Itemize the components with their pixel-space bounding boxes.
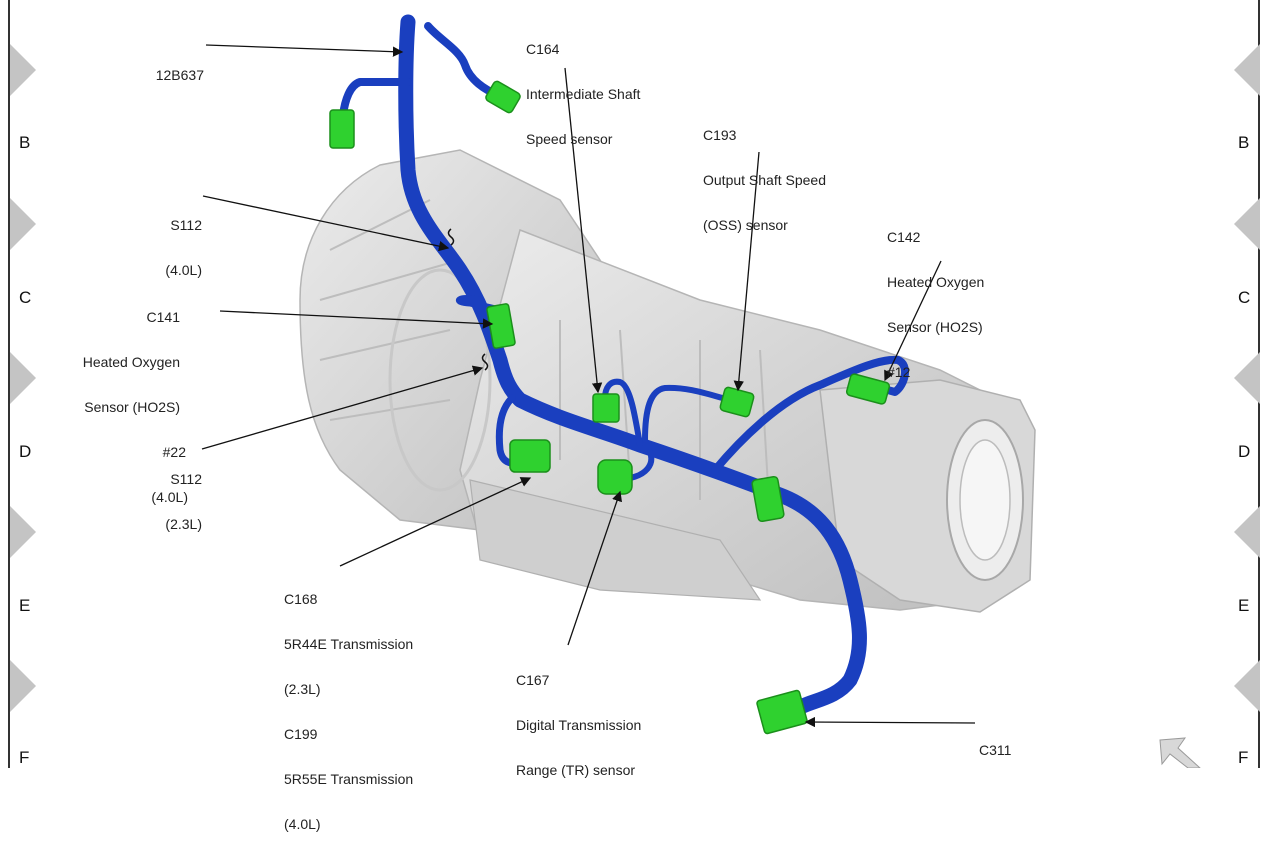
callout-line: #22 xyxy=(162,444,186,460)
zone-letter-left: D xyxy=(19,442,32,461)
callout-line: Heated Oxygen xyxy=(887,274,985,290)
leader-c141 xyxy=(219,310,494,329)
callout-line: 5R44E Transmission xyxy=(284,636,414,652)
connector-c168 xyxy=(509,439,551,473)
harness-branch-upper-right xyxy=(424,22,502,99)
callout-line: C311 xyxy=(979,742,1012,758)
callout-c168-c199: C168 5R44E Transmission (2.3L) C199 5R55… xyxy=(284,562,413,847)
connector-c311 xyxy=(756,689,808,735)
harness-branch-c193 xyxy=(642,384,733,443)
callout-line: Range (TR) sensor xyxy=(516,762,636,778)
splice-s112-23 xyxy=(481,353,489,371)
callout-line: (2.3L) xyxy=(165,516,202,532)
leader-c168 xyxy=(339,477,532,567)
callout-c193: C193 Output Shaft Speed (OSS) sensor xyxy=(703,98,826,248)
zone-letter-right: D xyxy=(1238,442,1251,461)
callout-line: C164 xyxy=(526,41,560,57)
callout-line: Heated Oxygen xyxy=(82,354,180,370)
callout-c164: C164 Intermediate Shaft Speed sensor xyxy=(526,12,640,162)
zone-letter-left: B xyxy=(19,133,31,152)
transmission-illustration xyxy=(201,14,1201,768)
callout-line: C141 xyxy=(146,309,180,325)
leader-s112-23 xyxy=(201,365,484,450)
connector-c164 xyxy=(592,393,620,423)
callout-s112-4-0l: S112 (4.0L) xyxy=(140,188,202,293)
leader-c193 xyxy=(733,151,760,392)
zone-marker-right xyxy=(1234,352,1260,404)
callout-line: 5R55E Transmission xyxy=(284,771,414,787)
callout-line: Speed sensor xyxy=(526,131,613,147)
splice-markers xyxy=(447,228,489,371)
zone-marker-right xyxy=(1234,44,1260,96)
callout-line: C167 xyxy=(516,672,550,688)
transmission-housing xyxy=(299,149,1036,613)
orientation-arrow-icon xyxy=(1159,737,1201,768)
zone-marker-right xyxy=(1234,506,1260,558)
callout-line: (4.0L) xyxy=(151,489,188,505)
leader-c311 xyxy=(804,716,976,728)
zone-letter-right: B xyxy=(1238,133,1250,152)
harness-branch-c141 xyxy=(455,295,504,314)
leader-s112-40 xyxy=(202,195,450,252)
callout-line: Sensor (HO2S) xyxy=(887,319,983,335)
oil-pan xyxy=(469,479,762,601)
callout-line: 12B637 xyxy=(155,67,204,83)
callout-line: #12 xyxy=(887,364,911,380)
zone-letter-left: E xyxy=(19,596,31,615)
connector-c167 xyxy=(597,459,633,495)
leader-lines xyxy=(201,44,976,728)
callout-line: (OSS) sensor xyxy=(703,217,788,233)
callout-line: C199 xyxy=(284,726,318,742)
callout-line: Digital Transmission xyxy=(516,717,642,733)
leader-12b637 xyxy=(205,44,404,57)
harness-branch-c142 xyxy=(711,355,909,474)
wiring-harness xyxy=(339,14,909,718)
harness-branch-c164 xyxy=(602,378,643,448)
callout-c167: C167 Digital Transmission Range (TR) sen… xyxy=(516,643,641,793)
zone-marker-right xyxy=(1234,198,1260,250)
zone-letter-right: E xyxy=(1238,596,1250,615)
callout-line: C168 xyxy=(284,591,318,607)
callout-line: C193 xyxy=(703,127,737,143)
callout-s112-2-3l: S112 (2.3L) xyxy=(140,442,202,547)
callout-line: Output Shaft Speed xyxy=(703,172,826,188)
callout-harness-12b637: 12B637 xyxy=(120,38,204,98)
callout-line: C142 xyxy=(887,229,921,245)
connector-unlabeled-mid xyxy=(751,475,785,523)
callout-line: S112 xyxy=(170,471,202,487)
zone-letter-right: F xyxy=(1238,748,1249,767)
zone-marker-left xyxy=(10,44,36,96)
zone-letter-right: C xyxy=(1238,288,1251,307)
connector-upper-right xyxy=(485,80,521,114)
zone-marker-left xyxy=(10,506,36,558)
callout-line: Intermediate Shaft xyxy=(526,86,641,102)
callout-c311: C311 xyxy=(979,713,1011,773)
leader-c167 xyxy=(567,490,622,646)
harness-trunk xyxy=(398,14,867,718)
connector-c142 xyxy=(845,373,891,405)
leader-c164 xyxy=(564,67,603,394)
callout-line: S112 xyxy=(170,217,202,233)
callout-line: Sensor (HO2S) xyxy=(84,399,180,415)
splice-s112-40 xyxy=(447,228,455,246)
zone-marker-left xyxy=(10,198,36,250)
callout-line: (4.0L) xyxy=(284,816,321,832)
connectors xyxy=(329,80,891,735)
callout-c142: C142 Heated Oxygen Sensor (HO2S) #12 xyxy=(887,200,984,395)
callout-line: (4.0L) xyxy=(165,262,202,278)
zone-letter-left: F xyxy=(19,748,30,767)
leader-c142 xyxy=(884,260,942,382)
zone-marker-left xyxy=(10,660,36,712)
harness-branch-c167 xyxy=(627,449,655,481)
callout-line: (2.3L) xyxy=(284,681,321,697)
zone-marker-right xyxy=(1234,660,1260,712)
zone-letter-left: C xyxy=(19,288,32,307)
callout-c141: C141 Heated Oxygen Sensor (HO2S) #22 (4.… xyxy=(40,280,188,520)
connector-upper-left xyxy=(329,109,355,149)
zone-marker-left xyxy=(10,352,36,404)
left-frame-border xyxy=(8,0,10,768)
